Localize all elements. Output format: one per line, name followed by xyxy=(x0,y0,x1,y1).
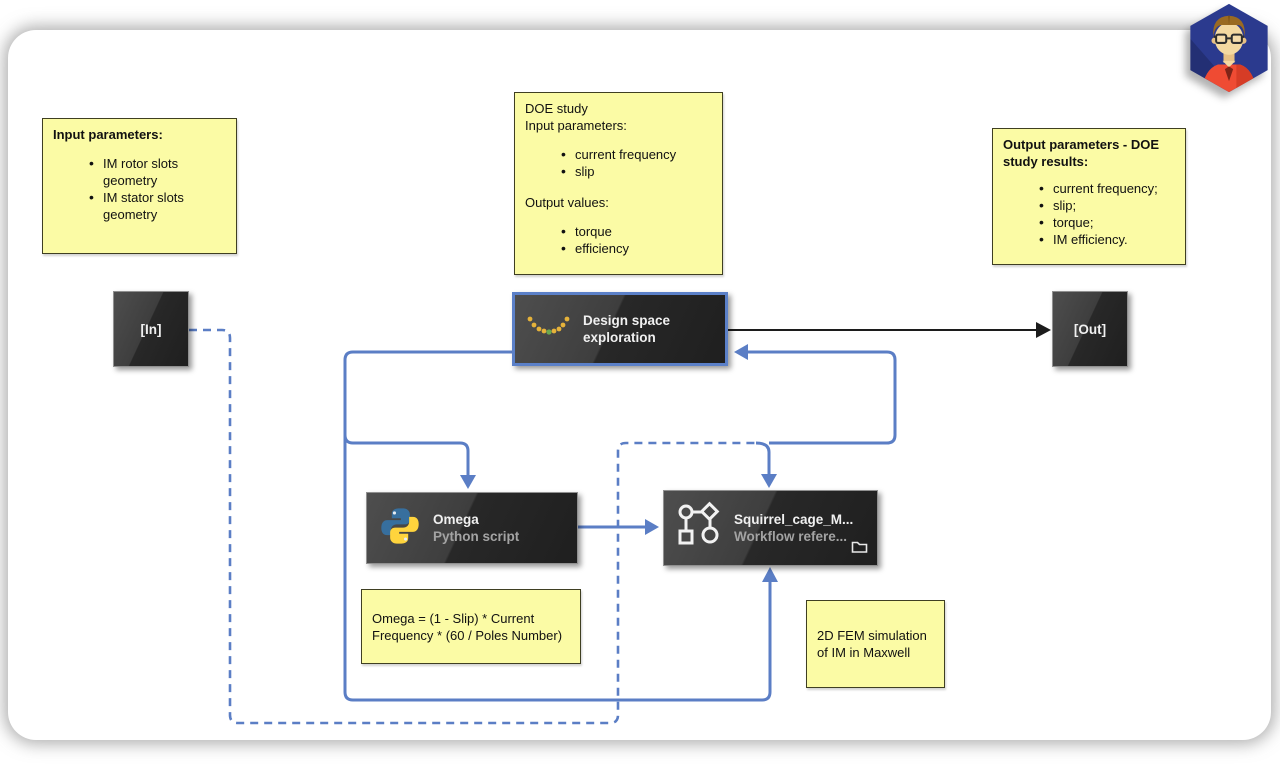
note-input-parameters[interactable]: Input parameters: IM rotor slots geometr… xyxy=(42,118,237,254)
node-title: Design space xyxy=(583,313,671,328)
connector-in-dashed[interactable] xyxy=(189,328,756,725)
note-doe-study[interactable]: DOE study Input parameters: current freq… xyxy=(514,92,723,275)
note-line: Output values: xyxy=(525,195,609,210)
node-title: Omega xyxy=(433,512,479,527)
avatar-glasses xyxy=(1213,33,1245,44)
arrowhead xyxy=(1036,322,1051,338)
note-omega-formula[interactable]: Omega = (1 - Slip) * Current Frequency *… xyxy=(361,589,581,664)
note-title: Input parameters: xyxy=(53,127,163,142)
list-item: slip; xyxy=(1039,197,1175,214)
folder-icon xyxy=(851,541,868,559)
arrowhead xyxy=(460,475,476,489)
list-item: efficiency xyxy=(561,240,712,257)
note-text: 2D FEM simulation of IM in Maxwell xyxy=(817,628,927,660)
connector-dse-to-omega[interactable] xyxy=(343,434,470,480)
scatter-curve-icon xyxy=(527,312,571,347)
list-item: IM rotor slots geometry xyxy=(89,155,226,189)
user-avatar-badge xyxy=(1181,2,1277,99)
list-item: current frequency; xyxy=(1039,180,1175,197)
node-title: Squirrel_cage_M... xyxy=(734,512,854,527)
node-in[interactable]: [In] xyxy=(113,291,189,367)
note-list: IM rotor slots geometry IM stator slots … xyxy=(53,155,226,223)
arrowhead xyxy=(762,567,778,582)
node-title-line2: exploration xyxy=(583,330,656,345)
python-icon xyxy=(379,505,421,552)
connector-squirrel-to-dse[interactable] xyxy=(744,350,897,445)
note-fem-simulation[interactable]: 2D FEM simulation of IM in Maxwell xyxy=(806,600,945,688)
node-subtitle: Workflow refere... xyxy=(734,529,848,544)
avatar-tie xyxy=(1224,66,1234,82)
list-item: current frequency xyxy=(561,146,712,163)
arrowhead xyxy=(645,519,659,535)
node-label: [In] xyxy=(140,321,162,337)
note-list: torque efficiency xyxy=(525,223,712,257)
node-out[interactable]: [Out] xyxy=(1052,291,1128,367)
node-squirrel-cage-workflow-reference[interactable]: Squirrel_cage_M... Workflow refere... xyxy=(663,490,878,566)
node-omega-python-script[interactable]: Omega Python script xyxy=(366,492,578,564)
list-item: torque xyxy=(561,223,712,240)
list-item: torque; xyxy=(1039,214,1175,231)
list-item: IM efficiency. xyxy=(1039,231,1175,248)
note-output-parameters[interactable]: Output parameters - DOE study results: c… xyxy=(992,128,1186,265)
note-list: current frequency; slip; torque; IM effi… xyxy=(1003,180,1175,248)
note-line: DOE study xyxy=(525,101,588,116)
workflow-icon xyxy=(676,501,722,556)
node-subtitle: Python script xyxy=(433,529,520,544)
connector-dse-loop[interactable] xyxy=(343,350,772,702)
note-list: current frequency slip xyxy=(525,146,712,180)
avatar-hair xyxy=(1213,15,1245,37)
list-item: slip xyxy=(561,163,712,180)
note-title: Output parameters - DOE study results: xyxy=(1003,137,1160,169)
list-item: IM stator slots geometry xyxy=(89,189,226,223)
note-line: Input parameters: xyxy=(525,118,627,133)
arrowhead xyxy=(761,474,777,488)
node-design-space-exploration[interactable]: Design space exploration xyxy=(512,292,728,366)
connector-junction-to-squirrel[interactable] xyxy=(755,441,771,479)
arrowhead xyxy=(734,344,748,360)
note-text: Omega = (1 - Slip) * Current Frequency *… xyxy=(372,610,563,643)
node-label: [Out] xyxy=(1073,321,1107,337)
